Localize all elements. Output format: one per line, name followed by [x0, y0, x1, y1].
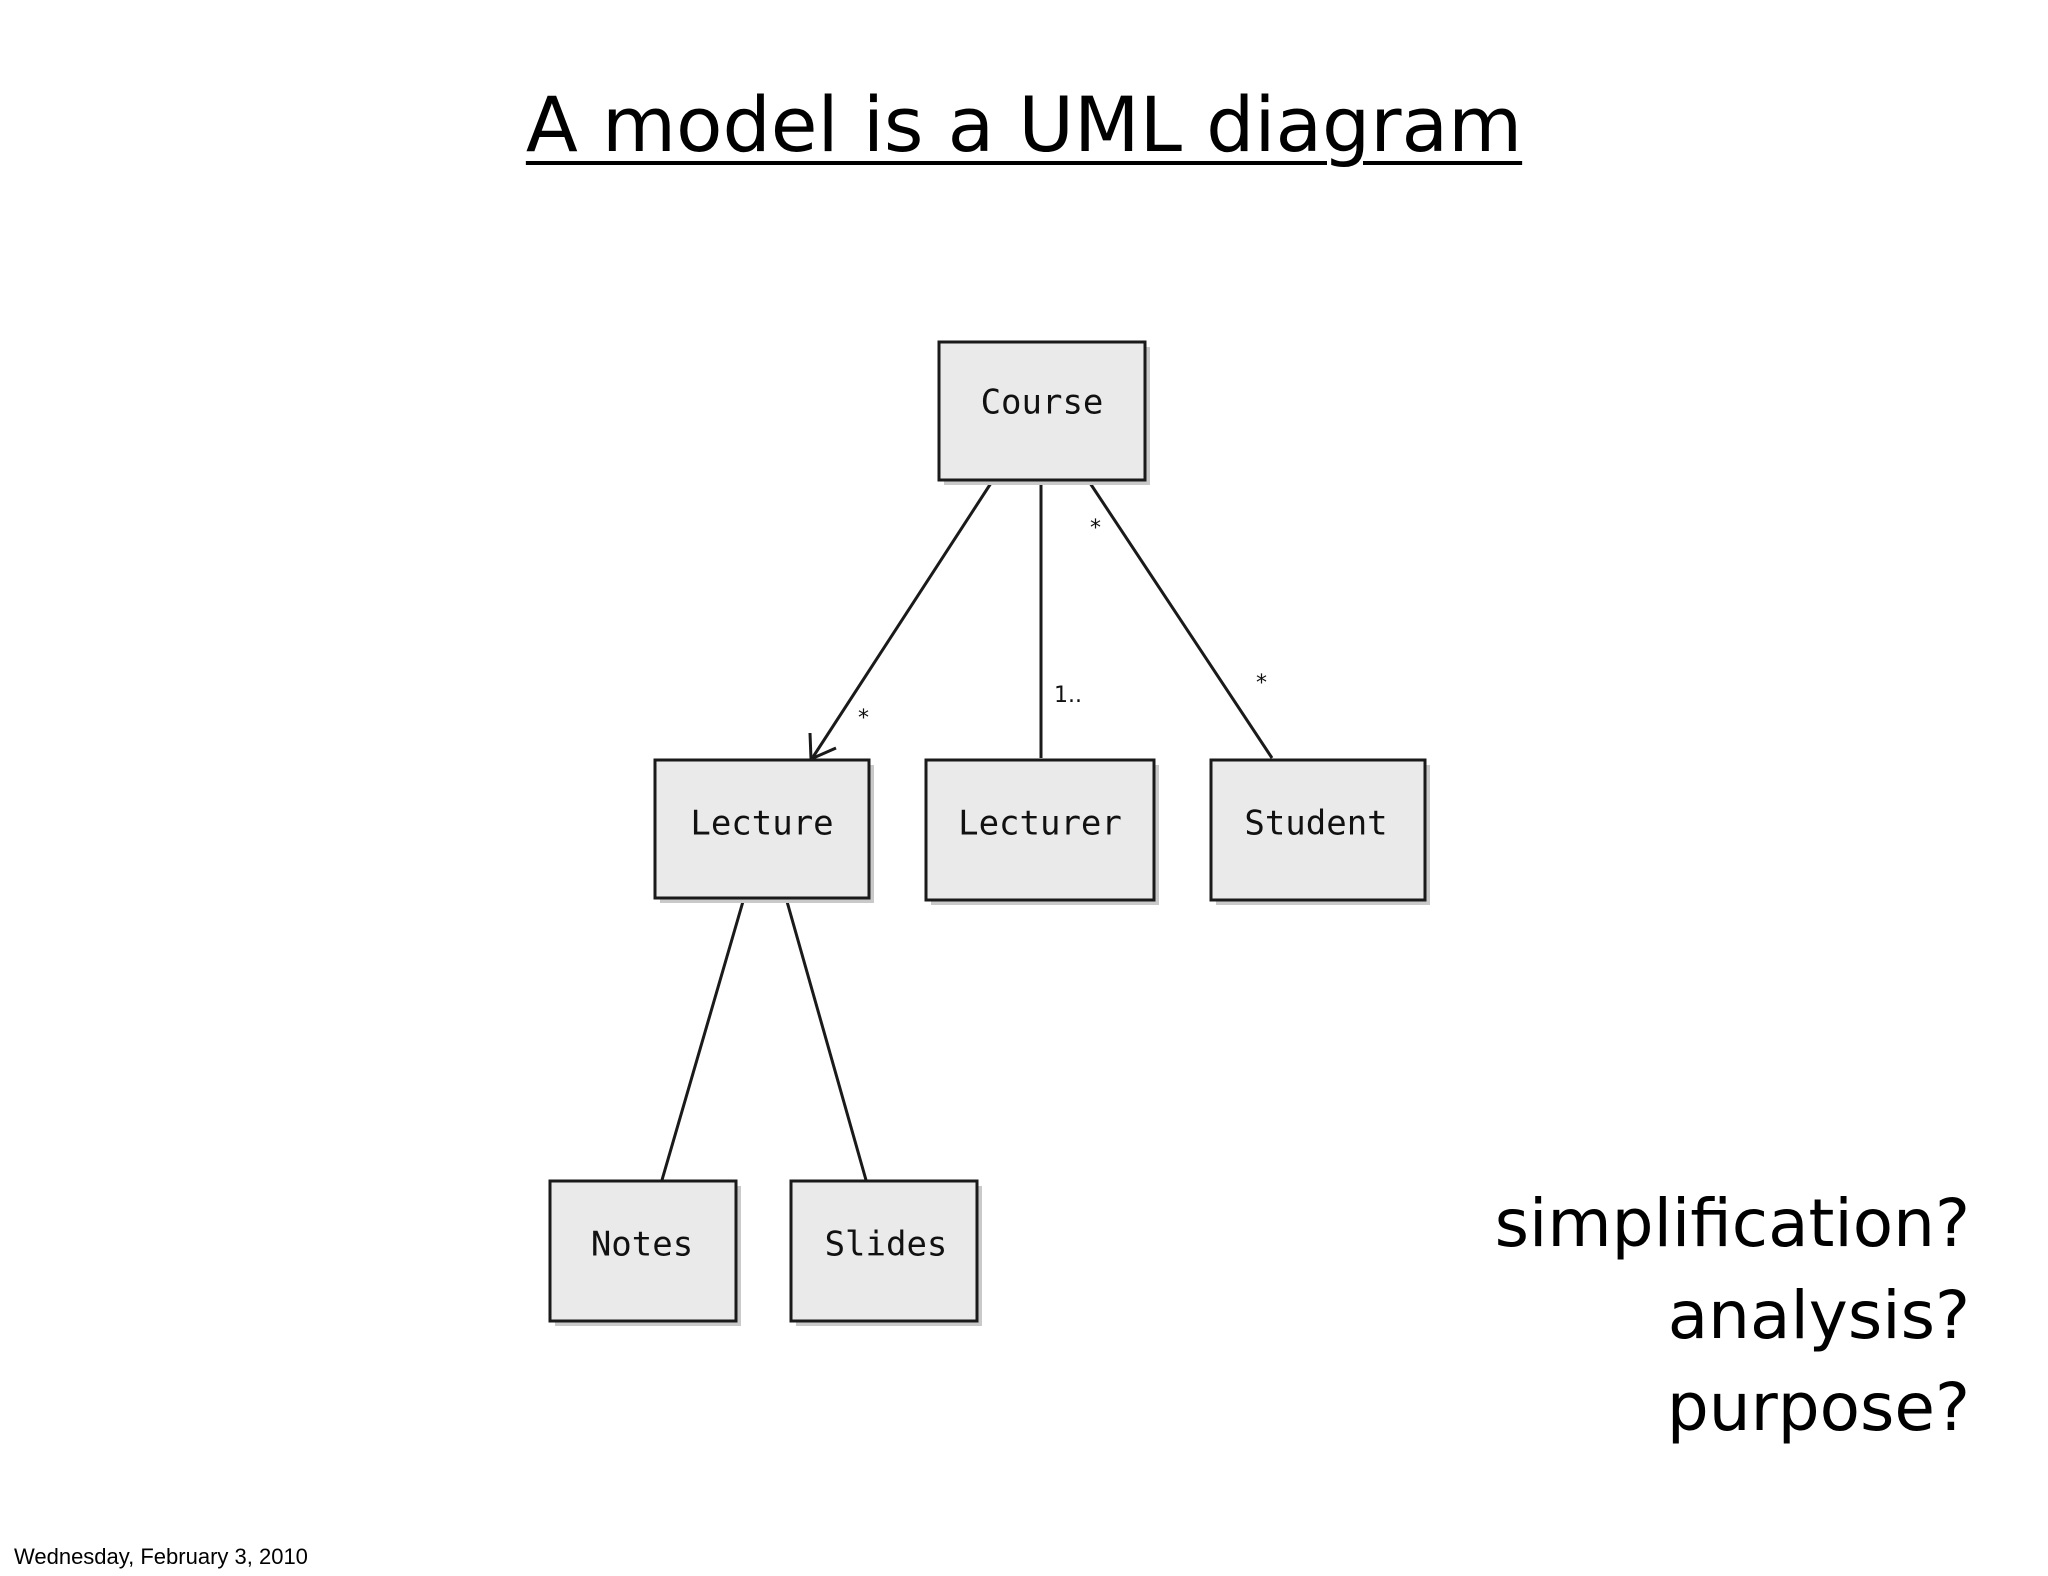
question-item: analysis? [1667, 1277, 1970, 1354]
edge-lecture-slides [784, 897, 868, 1181]
multiplicity-lecture-end: * [858, 706, 869, 731]
multiplicity-course-student-source: * [1090, 516, 1101, 541]
edge-lecture-notes [660, 897, 746, 1181]
class-label-student: Student [1244, 804, 1387, 844]
question-list: simplification? analysis? purpose? [1495, 1178, 1970, 1454]
class-box-slides: Slides [789, 1179, 982, 1326]
edge-course-lecture [811, 479, 995, 758]
diagram-edges [660, 479, 1274, 1181]
class-label-lecture: Lecture [690, 804, 833, 844]
slide-title-text: A model is a UML diagram [525, 80, 1523, 169]
question-item: simplification? [1494, 1185, 1970, 1262]
class-label-notes: Notes [591, 1225, 693, 1265]
multiplicity-student-end: * [1256, 671, 1267, 696]
class-box-student: Student [1209, 758, 1430, 905]
class-label-slides: Slides [825, 1225, 948, 1265]
footer-date: Wednesday, February 3, 2010 [14, 1544, 308, 1569]
class-box-notes: Notes [548, 1179, 741, 1326]
multiplicity-lecturer-end: 1.. [1054, 683, 1082, 708]
class-label-course: Course [981, 383, 1104, 423]
question-item: purpose? [1666, 1369, 1970, 1446]
class-box-lecturer: Lecturer [924, 758, 1159, 905]
edge-course-student [1086, 479, 1274, 759]
multiplicity-labels: * 1.. * * [858, 516, 1267, 731]
class-box-lecture: Lecture [653, 758, 874, 903]
class-box-course: Course [937, 340, 1150, 485]
class-label-lecturer: Lecturer [958, 804, 1122, 844]
slide-title: A model is a UML diagram [0, 80, 2048, 170]
